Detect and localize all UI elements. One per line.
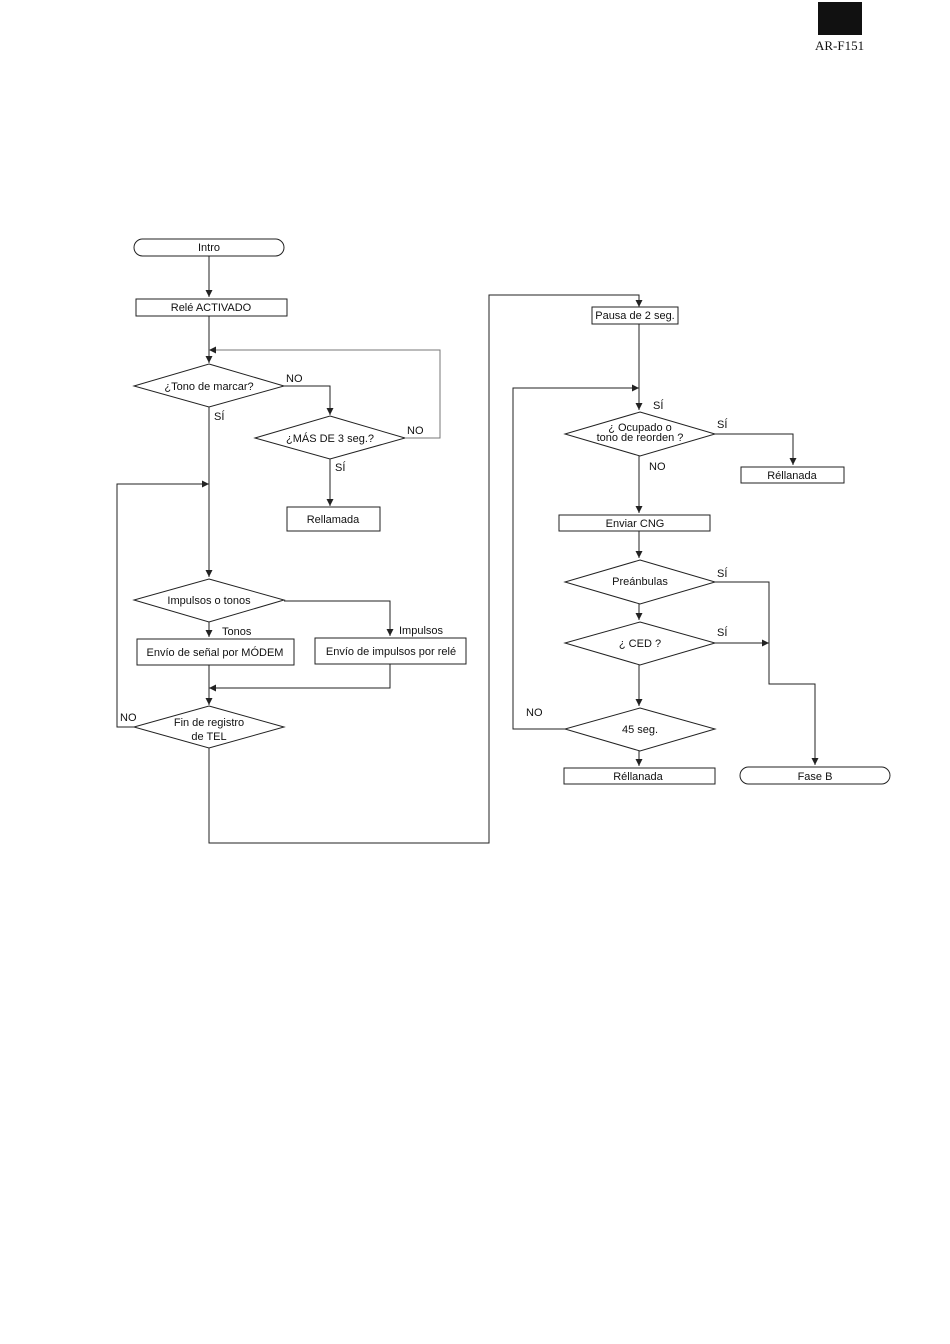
wait-45s-no-label: NO <box>526 707 543 719</box>
header-black-block <box>818 2 862 35</box>
modem-send-label: Envío de señal por MÓDEM <box>147 646 284 659</box>
arrow-end-reg-no-loop <box>116 480 209 728</box>
ced-decision <box>563 621 717 666</box>
more-than-3s-no-label: NO <box>407 425 424 437</box>
busy-no-label: NO <box>649 461 666 473</box>
end-tel-reg-label-line1: Fin de registro <box>174 717 244 729</box>
arrow-dialtone-no <box>284 385 334 415</box>
dialtone-yes-label: SÍ <box>214 410 225 423</box>
redial-right-top-label: Réllanada <box>767 470 817 482</box>
pulses-label: Impulsos <box>399 625 444 637</box>
modem-send-box <box>136 638 295 666</box>
wait-45s-decision <box>563 707 717 752</box>
ced-label: ¿ CED ? <box>619 638 661 650</box>
preamble-label: Preánbulas <box>612 576 668 588</box>
more-than-3s-label: ¿MÁS DE 3 seg.? <box>286 432 374 445</box>
end-tel-reg-label-line2: de TEL <box>191 731 226 743</box>
arrow-pulses <box>284 600 394 636</box>
relay-on-box <box>135 298 288 317</box>
arrow-more-than-3s-no-loop <box>209 346 441 439</box>
connector-to-pause <box>208 294 643 844</box>
pause-2s-label: Pausa de 2 seg. <box>595 310 675 322</box>
redial-left-box <box>286 506 381 532</box>
relay-on-label: Relé ACTIVADO <box>171 302 252 314</box>
busy-q-label-line1: ¿ Ocupado o <box>608 422 672 434</box>
more-than-3s-yes-label: SÍ <box>335 461 346 474</box>
start-label: Intro <box>198 242 220 254</box>
phase-b-terminator <box>739 766 891 785</box>
wait-45s-label: 45 seg. <box>622 724 658 736</box>
tones-label: Tonos <box>222 626 252 638</box>
redial-right-top-box <box>740 466 845 484</box>
redial-right-bottom-label: Réllanada <box>613 771 663 783</box>
busy-q-label-line2: tono de reorden ? <box>597 432 684 444</box>
arrow-busy-yes <box>715 433 797 465</box>
preamble-decision <box>563 559 717 605</box>
relay-pulse-send-box <box>314 637 467 665</box>
send-cng-box <box>558 514 711 532</box>
busy-tone-decision <box>563 411 717 457</box>
ced-yes-label: SÍ <box>717 626 728 639</box>
busy-top-yes-label: SÍ <box>653 399 664 412</box>
phase-b-label: Fase B <box>798 771 833 783</box>
arrow-45s-no-loop <box>512 384 639 730</box>
relay-pulse-send-label: Envío de impulsos por relé <box>326 646 456 658</box>
dial-tone-label: ¿Tono de marcar? <box>164 381 253 393</box>
arrow-preamble-yes <box>715 581 819 765</box>
pause-2s-box <box>591 306 679 325</box>
busy-yes-label: SÍ <box>717 418 728 431</box>
dialtone-no-label: NO <box>286 373 303 385</box>
arrow-relay-pulse-merge <box>209 664 391 692</box>
model-code: AR-F151 <box>815 38 865 53</box>
end-reg-no-label: NO <box>120 712 137 724</box>
redial-left-label: Rellamada <box>307 514 360 526</box>
pulse-or-tone-label: Impulsos o tonos <box>167 595 251 607</box>
preamble-yes-label: SÍ <box>717 567 728 580</box>
redial-right-bottom-box <box>563 767 716 785</box>
send-cng-label: Enviar CNG <box>606 518 665 530</box>
